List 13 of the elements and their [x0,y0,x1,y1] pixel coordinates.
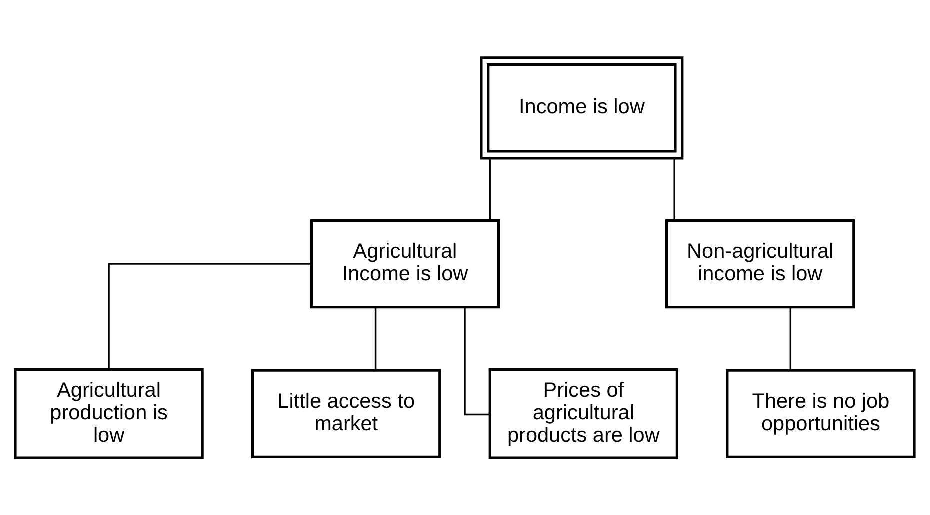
node-box: Little access to market [252,368,442,458]
connector [489,158,491,220]
node-box: Agricultural production is low [14,368,204,459]
node-box: Prices of agricultural products are low [488,368,678,459]
connector [674,158,676,220]
node-box: Income is low [480,56,684,160]
connector [790,306,792,370]
node-box: There is no job opportunities [726,368,916,458]
connector [464,307,490,416]
connector [374,306,377,370]
node-box: Agricultural Income is low [310,218,500,308]
node-box: Non-agricultural income is low [666,218,856,308]
connector [108,262,312,368]
